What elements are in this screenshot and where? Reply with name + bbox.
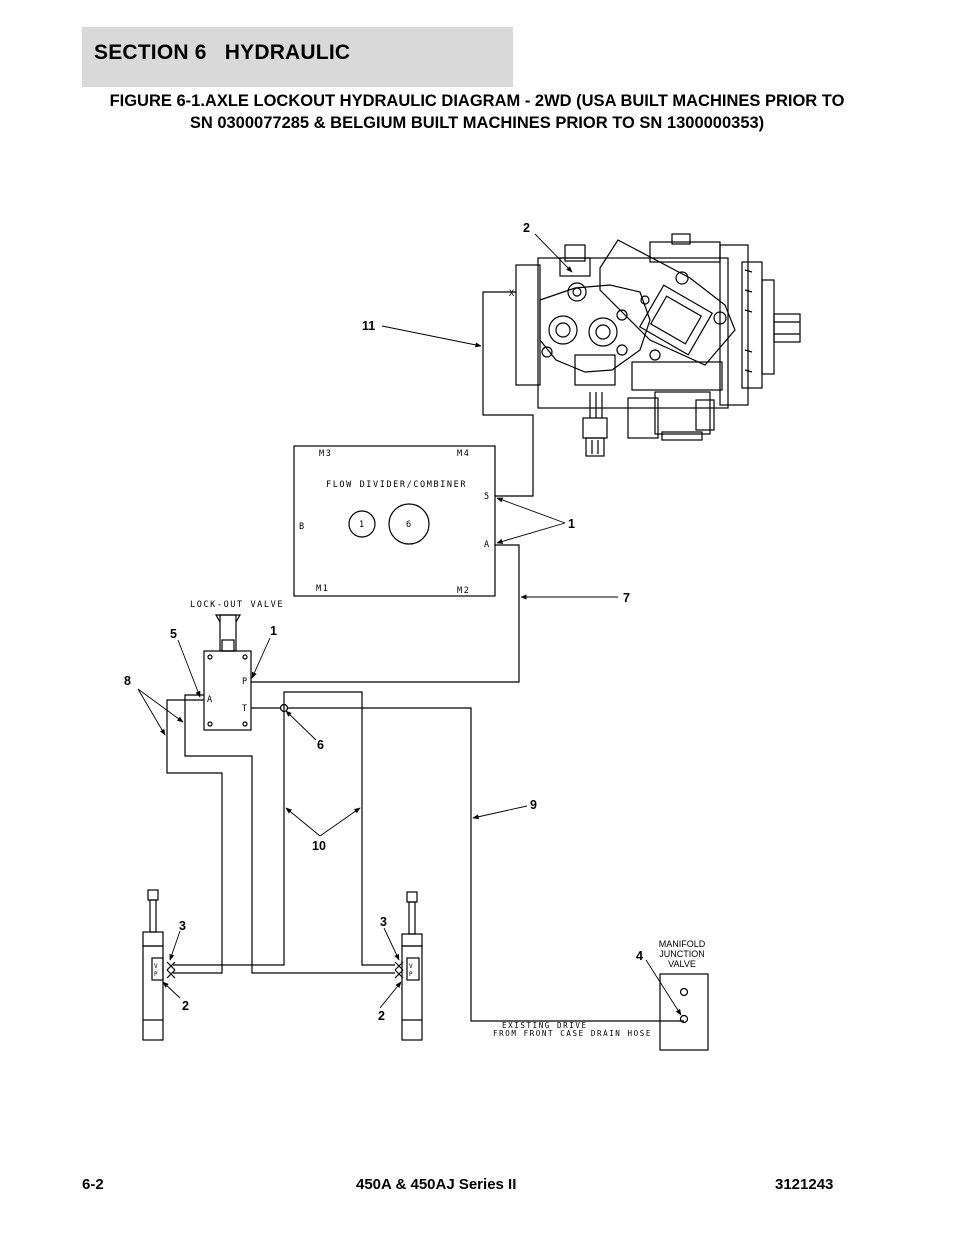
manifold-junction-valve (659, 973, 709, 1051)
hose-valve-a-to-cylinders (166, 694, 395, 974)
callout-1-valve: 1 (270, 624, 277, 638)
callout-5: 5 (170, 627, 177, 641)
callout-2-right: 2 (378, 1009, 385, 1023)
callout-1-flow-divider: 1 (568, 517, 575, 531)
hydraulic-pump (515, 233, 801, 457)
fd-circle-right-label: 6 (406, 520, 413, 530)
lockout-valve-title: LOCK-OUT VALVE (190, 600, 284, 610)
fd-port-m1-label: M1 (316, 584, 329, 594)
lockout-valve (203, 614, 252, 731)
left-cyl-port-p-label: P (154, 971, 158, 978)
callout-3-left: 3 (179, 919, 186, 933)
callout-7: 7 (623, 591, 630, 605)
flow-divider-combiner (293, 445, 496, 597)
figure-title-line-2: SN 0300077285 & BELGIUM BUILT MACHINES P… (189, 114, 765, 132)
footer-model: 450A & 450AJ Series II (356, 1176, 517, 1193)
valve-port-a-label: A (207, 695, 214, 705)
fd-port-a-label: A (484, 540, 491, 550)
fd-port-m4-label: M4 (457, 449, 470, 459)
hose-cross-to-cylinders (173, 691, 395, 966)
drain-note-line-1: EXISTING DRIVE (502, 1021, 588, 1030)
section-header-bar: SECTION 6 HYDRAULIC (82, 27, 513, 87)
manifold-label-line-2: JUNCTION (659, 949, 705, 959)
hose-flow-divider-to-valve (251, 544, 520, 683)
right-lockout-cylinder (394, 891, 423, 1041)
footer-page-number: 6-2 (82, 1176, 104, 1193)
callout-2-left: 2 (182, 999, 189, 1013)
callout-2-top: 2 (523, 221, 530, 235)
callout-4: 4 (636, 949, 643, 963)
hose-pump-to-flow-divider (482, 291, 534, 497)
callout-10: 10 (312, 839, 326, 853)
drain-note-line-2: FROM FRONT CASE DRAIN HOSE (493, 1029, 652, 1038)
callout-6: 6 (317, 738, 324, 752)
figure-title-line-1: FIGURE 6-1.AXLE LOCKOUT HYDRAULIC DIAGRA… (109, 92, 845, 110)
fd-title-label: FLOW DIVIDER/COMBINER (326, 480, 467, 490)
section-title: SECTION 6 HYDRAULIC (94, 41, 351, 64)
callout-9: 9 (530, 798, 537, 812)
figure-title: FIGURE 6-1.AXLE LOCKOUT HYDRAULIC DIAGRA… (60, 90, 894, 134)
fd-port-m3-label: M3 (319, 449, 332, 459)
footer-document-number: 3121243 (775, 1176, 834, 1193)
valve-port-t-label: T (242, 704, 249, 714)
right-cyl-port-p-label: P (409, 971, 413, 978)
right-cyl-port-v-label: V (409, 963, 413, 970)
callout-11: 11 (362, 319, 375, 333)
callout-leaders (137, 233, 682, 1016)
left-cyl-port-v-label: V (154, 963, 158, 970)
callout-3-right: 3 (380, 915, 387, 929)
callout-8: 8 (124, 674, 131, 688)
pump-port-x-label: X (509, 289, 516, 299)
fd-port-5-label: 5 (484, 492, 491, 502)
valve-port-p-label: P (242, 677, 249, 687)
manifold-label-line-3: VALVE (668, 959, 696, 969)
manifold-label-line-1: MANIFOLD (659, 939, 706, 949)
fd-circle-left-label: 1 (359, 520, 366, 530)
fd-port-m2-label: M2 (457, 586, 470, 596)
left-lockout-cylinder (142, 889, 176, 1041)
fd-port-b-label: B (299, 522, 306, 532)
